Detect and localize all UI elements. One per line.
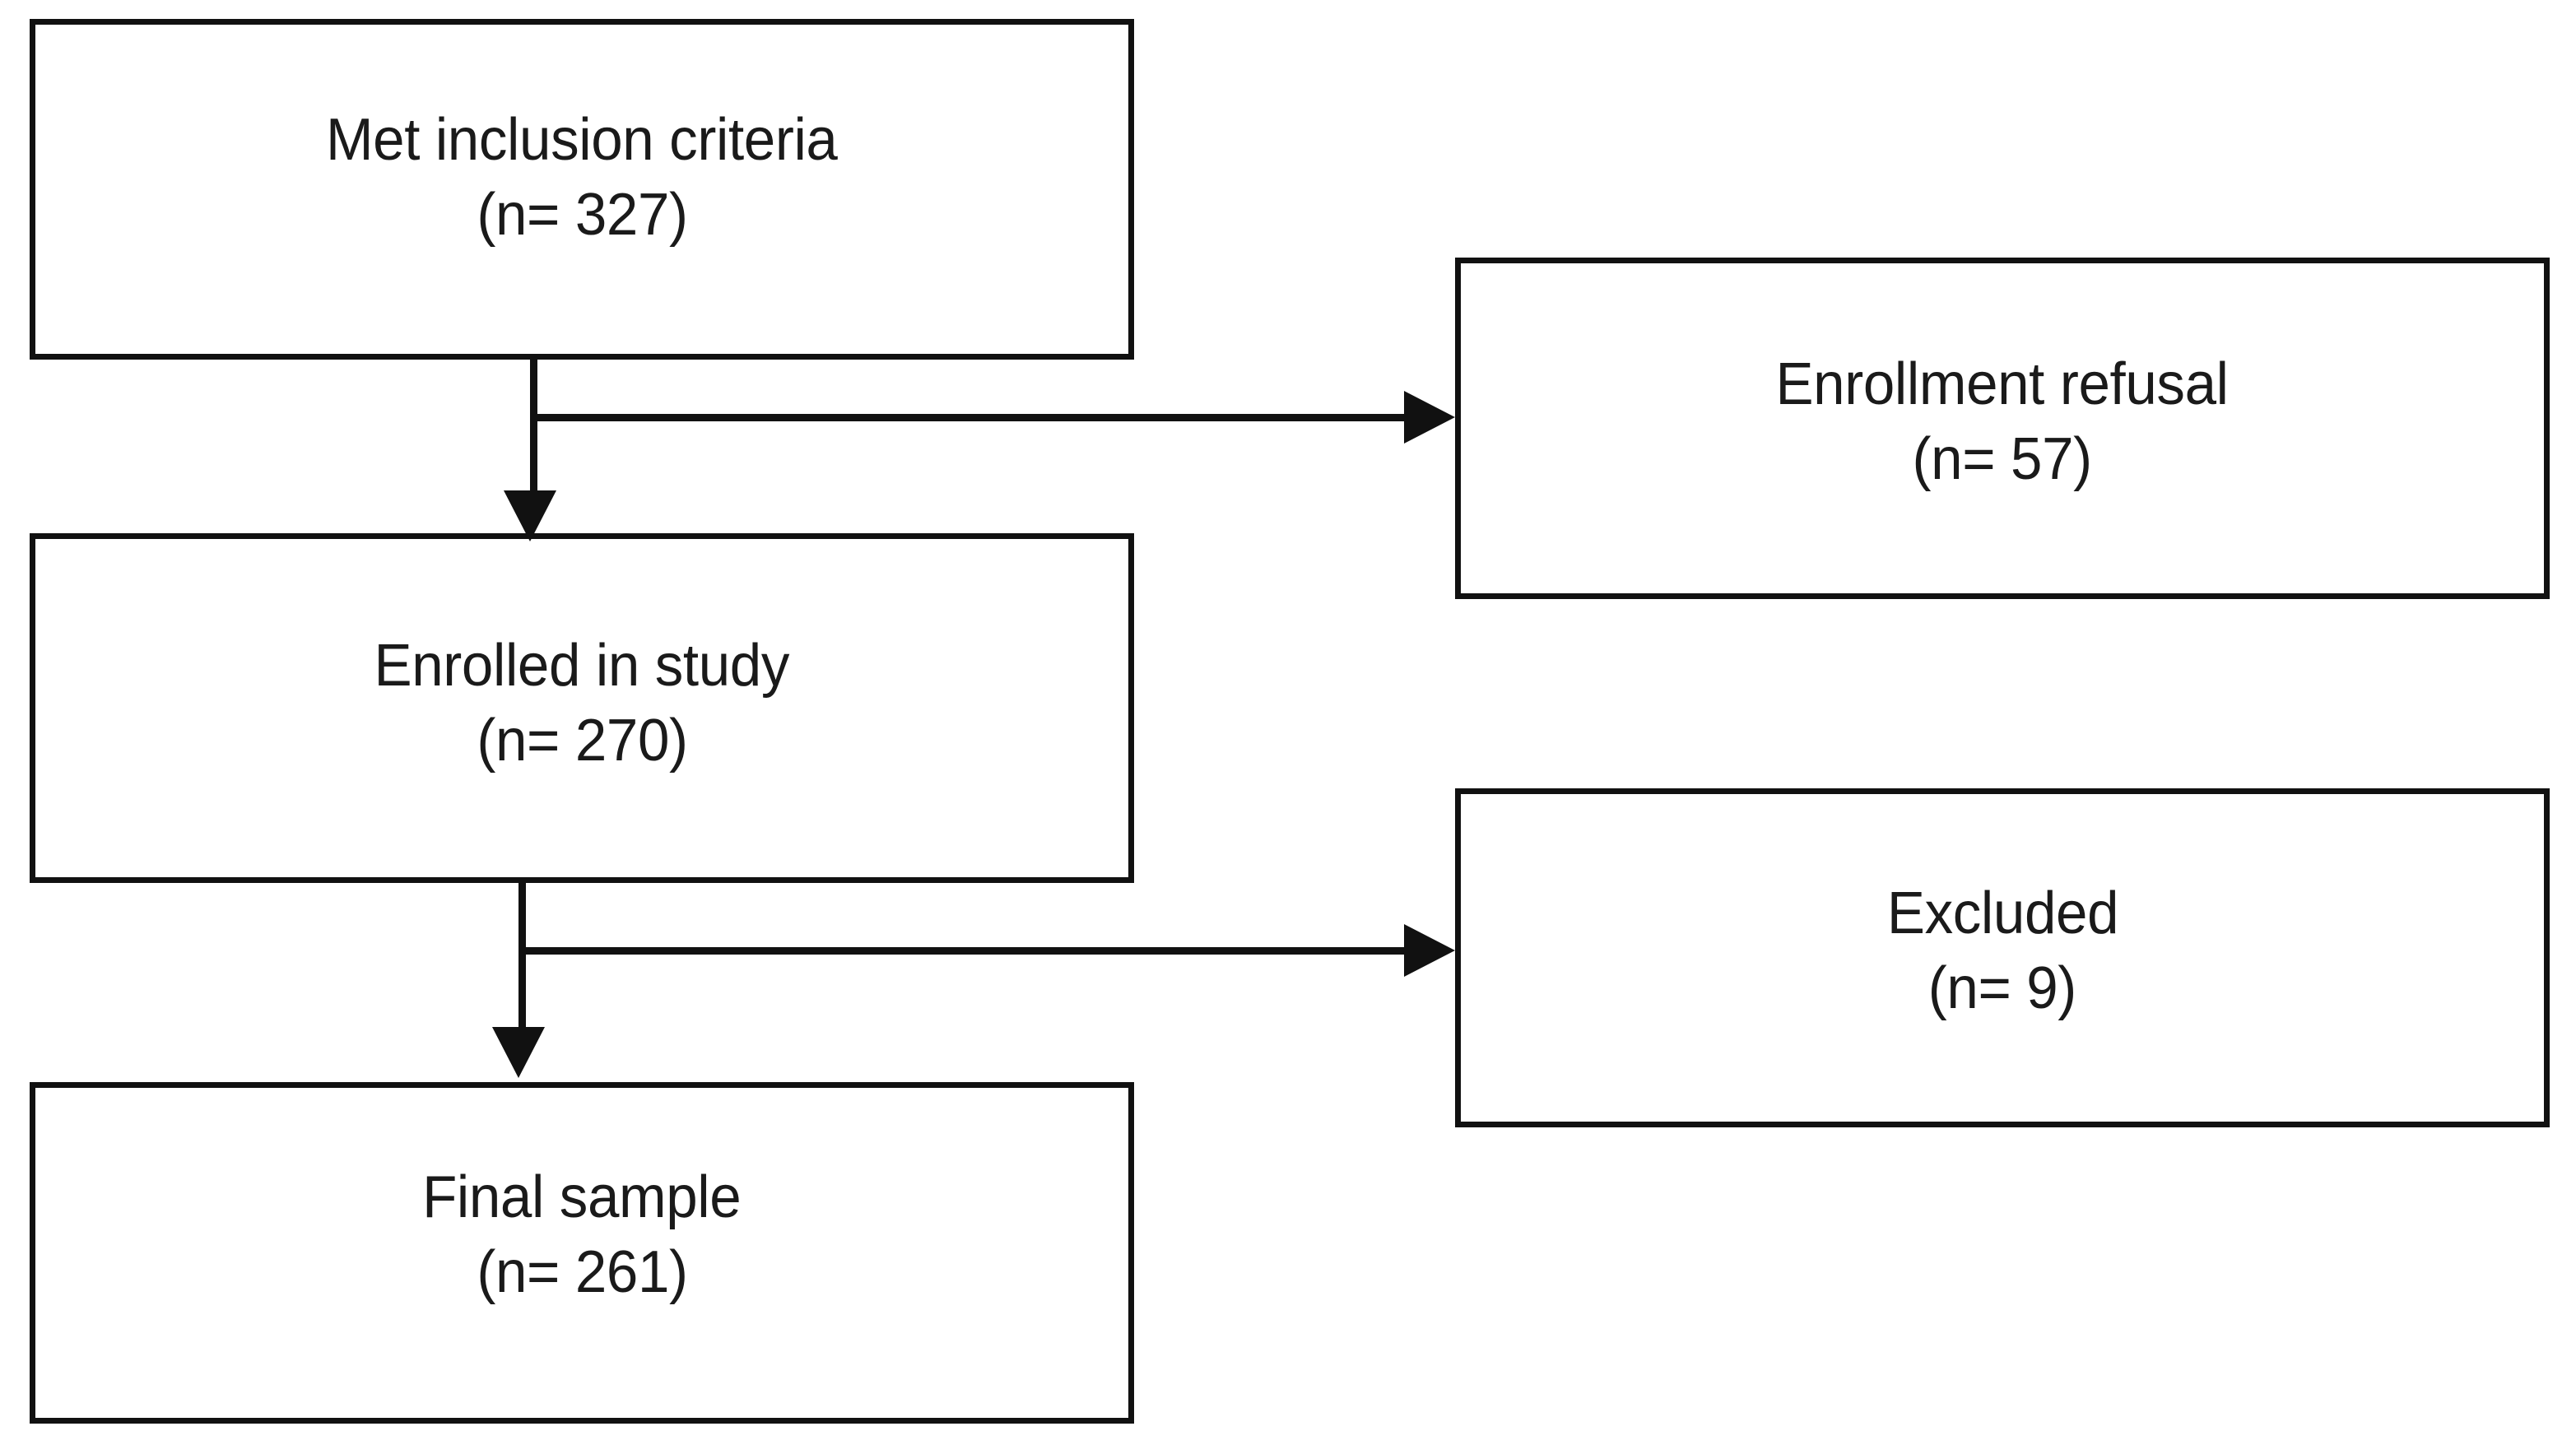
node-enrollment-refusal: Enrollment refusal (n= 57)	[1455, 258, 2550, 599]
node-enrollment-refusal-count: (n= 57)	[1912, 425, 2093, 492]
connector-enrolled-to-final-line	[518, 883, 526, 1035]
node-enrollment-refusal-text: Enrollment refusal (n= 57)	[1461, 347, 2544, 496]
node-enrolled-in-study-count: (n= 270)	[476, 707, 688, 774]
node-final-sample-label: Final sample	[422, 1164, 742, 1230]
connector-met-to-refusal-line	[533, 414, 1406, 421]
node-met-inclusion-criteria-text: Met inclusion criteria (n= 327)	[35, 103, 1128, 252]
node-met-inclusion-criteria: Met inclusion criteria (n= 327)	[30, 19, 1134, 360]
node-excluded-count: (n= 9)	[1927, 955, 2077, 1021]
node-excluded-label: Excluded	[1886, 880, 2118, 947]
node-enrolled-in-study-label: Enrolled in study	[374, 632, 790, 699]
connector-enrolled-to-excluded-line	[522, 947, 1406, 955]
node-final-sample-text: Final sample (n= 261)	[35, 1160, 1128, 1309]
node-excluded: Excluded (n= 9)	[1455, 788, 2550, 1127]
node-met-inclusion-criteria-count: (n= 327)	[476, 182, 688, 248]
node-excluded-text: Excluded (n= 9)	[1461, 876, 2544, 1025]
arrow-down-icon-enrolled-to-final	[492, 1027, 545, 1078]
arrow-down-icon-met-to-enrolled	[504, 490, 556, 541]
connector-met-to-enrolled-line	[530, 360, 537, 501]
node-final-sample: Final sample (n= 261)	[30, 1082, 1134, 1424]
arrow-right-icon-met-to-refusal	[1404, 391, 1455, 444]
node-final-sample-count: (n= 261)	[476, 1238, 688, 1305]
node-met-inclusion-criteria-label: Met inclusion criteria	[326, 107, 838, 174]
arrow-right-icon-enrolled-to-excluded	[1404, 924, 1455, 977]
node-enrolled-in-study-text: Enrolled in study (n= 270)	[35, 629, 1128, 778]
node-enrollment-refusal-label: Enrollment refusal	[1775, 351, 2230, 417]
node-enrolled-in-study: Enrolled in study (n= 270)	[30, 533, 1134, 883]
